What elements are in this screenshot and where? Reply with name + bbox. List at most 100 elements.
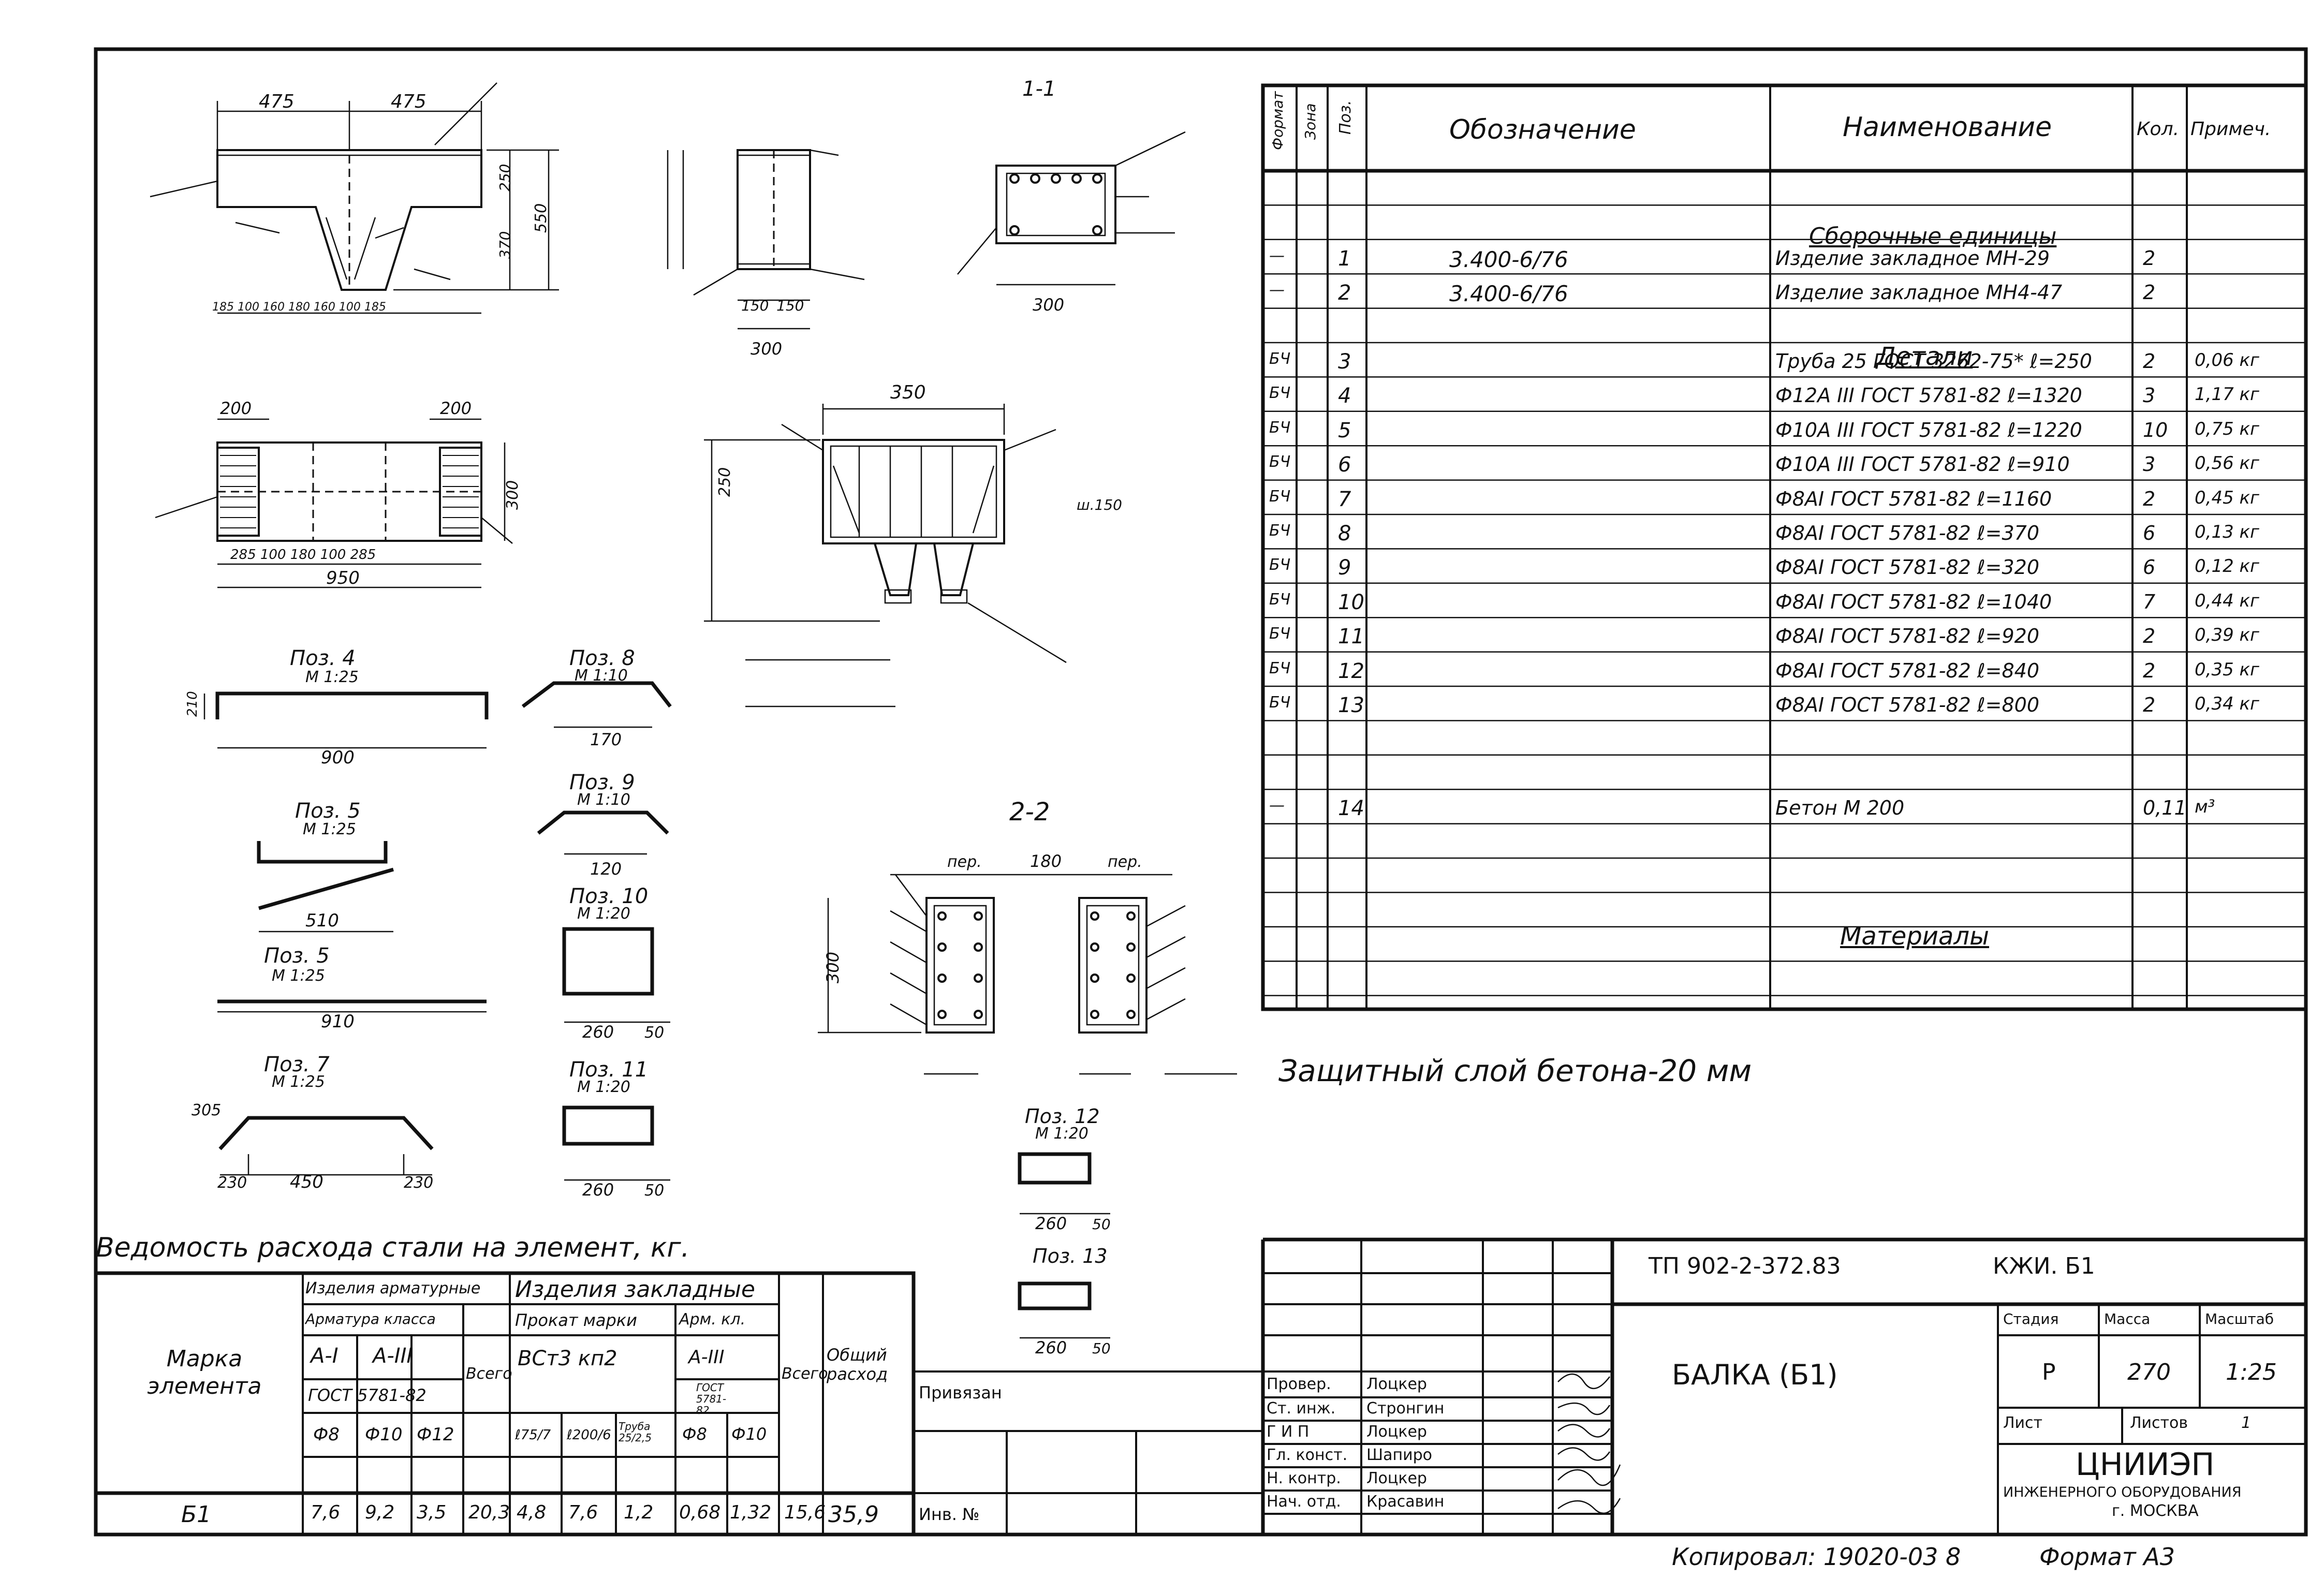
- spec-cell-note: м³: [2195, 797, 2215, 818]
- steel-sub-1: ℓ75/7: [515, 1427, 551, 1443]
- stamp-stage-label: Стадия: [2003, 1310, 2059, 1328]
- poz-4-scale: М 1:25: [305, 668, 359, 686]
- stamp-code: ТП 902-2-372.83: [1649, 1253, 1841, 1279]
- steel-a1: А-I: [311, 1344, 339, 1368]
- signature-marks: [1557, 1373, 1621, 1514]
- stamp-stage: Р: [2042, 1359, 2056, 1385]
- per-1: пер.: [947, 853, 982, 871]
- spec-section-details: Детали: [1876, 342, 1973, 371]
- stamp-person-name: Стронгин: [1366, 1399, 1445, 1418]
- spec-cell-fmt: БЧ: [1269, 418, 1291, 437]
- spec-cell-pos: 5: [1338, 418, 1351, 443]
- stamp-role: Ст. инж.: [1267, 1399, 1336, 1418]
- dim-200-b: 200: [440, 399, 472, 418]
- spec-cell-fmt: БЧ: [1269, 522, 1291, 540]
- stamp-sheet-code: КЖИ. Б1: [1993, 1253, 2095, 1279]
- spec-cell-name: Ф10А III ГОСТ 5781-82 ℓ=910: [1775, 453, 2070, 476]
- poz-8-label: Поз. 8: [569, 646, 635, 670]
- spec-cell-note: 1,17 кг: [2195, 384, 2259, 405]
- stamp-grid: [914, 1237, 2306, 1535]
- dim-300-side: 300: [751, 339, 782, 359]
- stamp-scale: 1:25: [2226, 1359, 2277, 1385]
- stamp-mass: 270: [2127, 1359, 2171, 1385]
- poz-7-diag: 305: [192, 1101, 221, 1119]
- spec-cell-fmt: БЧ: [1269, 659, 1291, 677]
- steel-value-cell: 15,6: [784, 1502, 826, 1523]
- dim-350: 350: [890, 382, 926, 403]
- dim-950: 950: [326, 568, 360, 588]
- spec-cell-note: 0,45 кг: [2195, 487, 2259, 508]
- steel-sub-5: Ф10: [731, 1424, 767, 1444]
- spec-cell-fmt: —: [1269, 246, 1285, 265]
- spec-cell-pos: 10: [1338, 590, 1364, 614]
- steel-reinf-class: Арматура класса: [305, 1310, 436, 1328]
- poz-10-sketch: [562, 927, 670, 1023]
- spec-cell-fmt: БЧ: [1269, 453, 1291, 471]
- stamp-inv: Инв. №: [919, 1505, 980, 1524]
- spec-cell-pos: 4: [1338, 384, 1351, 408]
- poz-11-sketch: [562, 1105, 670, 1181]
- poz-7-left: 230: [217, 1174, 247, 1192]
- poz-8-sketch: [521, 681, 672, 728]
- stamp-privyazan: Привязан: [919, 1383, 1002, 1403]
- spec-header-pos: Поз.: [1336, 100, 1355, 135]
- steel-overall: Общий расход: [827, 1345, 888, 1384]
- stamp-person-name: Лоцкер: [1366, 1375, 1427, 1393]
- dim-150-a: 150: [741, 297, 769, 314]
- stamp-title: БАЛКА (Б1): [1672, 1359, 1838, 1391]
- stamp-person-name: Шапиро: [1366, 1446, 1432, 1464]
- poz-7-scale: М 1:25: [272, 1073, 325, 1091]
- poz-8-scale: М 1:10: [575, 667, 628, 685]
- poz-4-sketch: [203, 691, 489, 749]
- stamp-org2: ИНЖЕНЕРНОГО ОБОРУДОВАНИЯ: [2003, 1484, 2242, 1500]
- plan-view: [155, 418, 513, 588]
- spec-cell-fmt: —: [1269, 281, 1285, 300]
- dim-475-b: 475: [391, 91, 426, 112]
- spec-cell-pos: 6: [1338, 453, 1351, 477]
- spec-cell-des: 3.400-6/76: [1449, 281, 1568, 307]
- spec-cell-name: Ф8АI ГОСТ 5781-82 ℓ=1040: [1775, 590, 2052, 613]
- steel-prokat: Прокат марки: [515, 1310, 637, 1330]
- section-1-1: [957, 131, 1186, 286]
- poz-13-sketch: [1018, 1281, 1110, 1339]
- spec-cell-qty: 2: [2143, 694, 2156, 716]
- spec-cell-fmt: БЧ: [1269, 625, 1291, 643]
- spec-cell-qty: 2: [2143, 350, 2156, 373]
- poz-11-width: 260: [582, 1180, 614, 1200]
- dim-300: 300: [504, 480, 522, 510]
- spec-cell-name: Ф8АI ГОСТ 5781-82 ℓ=1160: [1775, 487, 2052, 510]
- front-view: [150, 82, 559, 314]
- poz-5b-scale: М 1:25: [272, 967, 325, 985]
- poz-10-b: 50: [644, 1024, 664, 1042]
- steel-value-cell: 7,6: [311, 1502, 341, 1523]
- spec-header-format: Формат: [1269, 91, 1286, 150]
- spec-header-qty: Кол.: [2137, 119, 2180, 140]
- stamp-person-name: Красавин: [1366, 1493, 1445, 1511]
- dim-150-b: 150: [776, 297, 804, 314]
- stamp-role: Г И П: [1267, 1423, 1310, 1441]
- dim-180: 180: [1030, 851, 1062, 871]
- stamp-format: Формат А3: [2039, 1543, 2175, 1571]
- spec-cell-qty: 2: [2143, 281, 2156, 304]
- dim-250: 250: [496, 164, 513, 191]
- width-150-note: ш.150: [1077, 496, 1122, 513]
- spec-cell-note: 0,34 кг: [2195, 694, 2259, 714]
- spec-cell-fmt: БЧ: [1269, 384, 1291, 403]
- spec-cell-pos: 14: [1338, 797, 1364, 821]
- spec-header-zone: Зона: [1302, 103, 1319, 140]
- spec-cell-name: Ф8АI ГОСТ 5781-82 ℓ=920: [1775, 625, 2039, 648]
- steel-a3b: А-III: [688, 1347, 725, 1368]
- steel-group-embed: Изделия закладные: [515, 1276, 755, 1303]
- poz-7-width: 450: [290, 1172, 323, 1192]
- stamp-person-name: Лоцкер: [1366, 1423, 1427, 1441]
- spec-cell-pos: 8: [1338, 522, 1351, 545]
- spec-cell-qty: 2: [2143, 487, 2156, 510]
- spec-cell-qty: 10: [2143, 418, 2168, 441]
- steel-sub-d12: Ф12: [417, 1424, 454, 1445]
- poz-10-width: 260: [582, 1022, 614, 1042]
- spec-cell-note: 0,39 кг: [2195, 625, 2259, 646]
- steel-value-cell: 1,32: [730, 1502, 772, 1523]
- steel-value-cell: 7,6: [568, 1502, 598, 1523]
- stamp-mass-label: Масса: [2104, 1310, 2151, 1328]
- stamp-person-name: Лоцкер: [1366, 1469, 1427, 1487]
